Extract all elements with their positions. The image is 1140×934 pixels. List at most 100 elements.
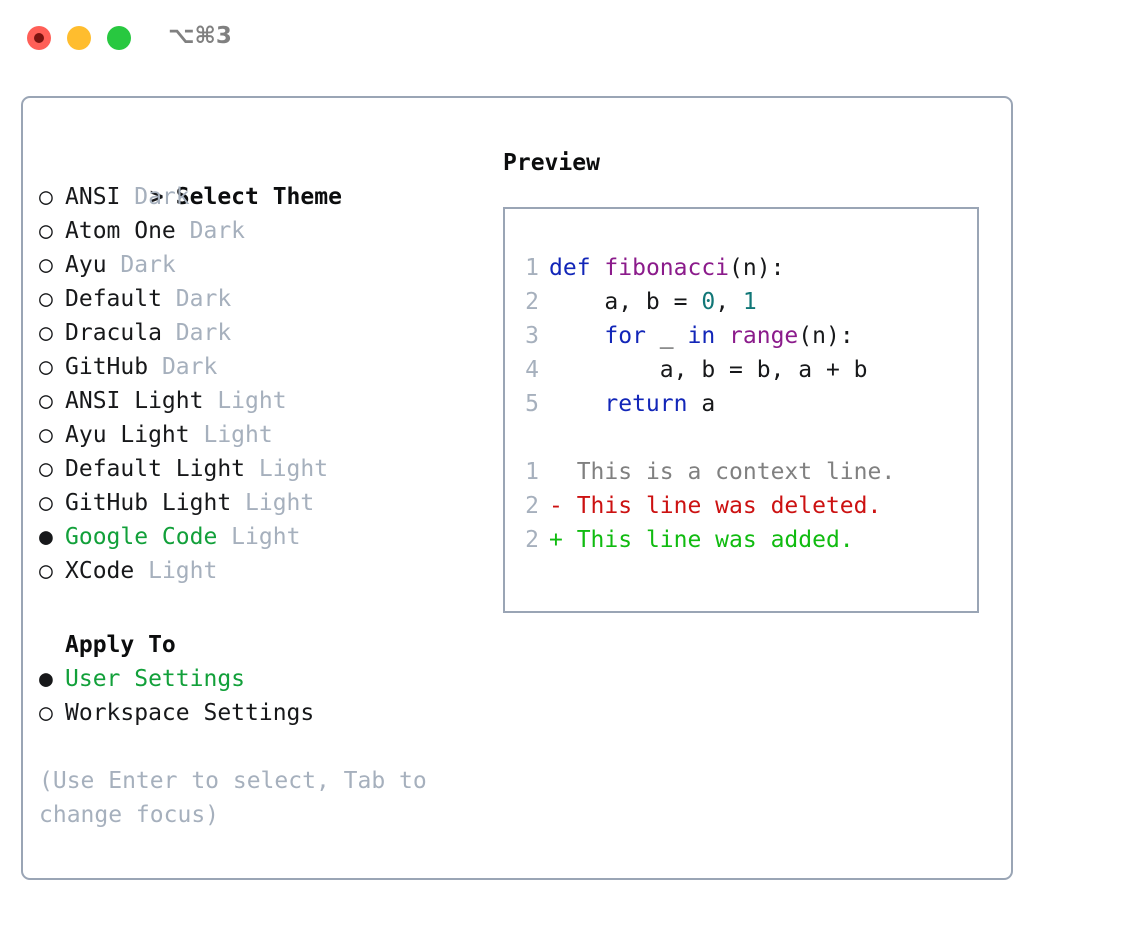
code-line-number: 5 — [525, 391, 539, 417]
radio-unselected-icon: ○ — [39, 422, 67, 448]
theme-option-dracula[interactable]: ○ Dracula Dark — [39, 316, 479, 350]
theme-option-default[interactable]: ○ Default Dark — [39, 282, 479, 316]
select-theme-header-label: Select Theme — [175, 184, 342, 210]
radio-unselected-icon: ○ — [39, 252, 67, 278]
code-token — [549, 323, 604, 349]
theme-variant-badge: Light — [231, 490, 315, 516]
code-token: in — [687, 323, 716, 349]
code-token: for — [604, 323, 646, 349]
radio-unselected-icon: ○ — [39, 700, 67, 726]
code-token: a, b = b, a + b — [549, 357, 868, 383]
theme-option-github[interactable]: ○ GitHub Dark — [39, 350, 479, 384]
diff-line: 2- This line was deleted. — [511, 489, 895, 523]
code-token — [549, 391, 604, 417]
code-line-text: return a — [539, 391, 715, 417]
code-line-number: 4 — [525, 357, 539, 383]
theme-variant-badge: Dark — [120, 184, 190, 210]
diff-line: 2+ This line was added. — [511, 523, 895, 557]
diff-line-number: 2 — [525, 527, 539, 553]
theme-option-label: XCode — [65, 558, 135, 584]
theme-option-label: GitHub Light — [65, 490, 232, 516]
apply-to-options-list: ● User Settings○ Workspace Settings — [39, 662, 479, 730]
theme-variant-badge: Dark — [161, 320, 232, 346]
code-token: fibonacci — [604, 255, 730, 281]
diff-marker: - — [549, 493, 563, 519]
theme-options-list: ○ ANSI Dark○ Atom One Dark○ Ayu Dark○ De… — [39, 180, 479, 588]
window-title-shortcut: ⌥⌘3 — [168, 23, 232, 49]
code-token — [715, 323, 729, 349]
radio-unselected-icon: ○ — [39, 456, 67, 482]
theme-option-label: Atom One — [65, 218, 176, 244]
radio-selected-icon: ● — [39, 666, 67, 692]
theme-variant-badge: Light — [189, 422, 273, 448]
radio-unselected-icon: ○ — [39, 388, 67, 414]
theme-option-google-code[interactable]: ● Google Code Light — [39, 520, 479, 554]
diff-line-text: + This line was added. — [539, 527, 854, 553]
code-line-number: 2 — [525, 289, 539, 315]
theme-variant-badge: Light — [245, 456, 329, 482]
code-line: 2 a, b = 0, 1 — [511, 285, 895, 319]
theme-option-ayu-light[interactable]: ○ Ayu Light Light — [39, 418, 479, 452]
radio-unselected-icon: ○ — [39, 218, 67, 244]
keyboard-hint-text: (Use Enter to select, Tab to change focu… — [39, 768, 441, 828]
diff-line-number: 1 — [525, 459, 539, 485]
theme-option-label: Ayu — [65, 252, 107, 278]
theme-option-label: GitHub — [65, 354, 149, 380]
code-token: range — [729, 323, 799, 349]
apply-to-option-user-settings[interactable]: ● User Settings — [39, 662, 479, 696]
code-line-number: 3 — [525, 323, 539, 349]
code-token: (n): — [798, 323, 854, 349]
radio-unselected-icon: ○ — [39, 184, 67, 210]
radio-unselected-icon: ○ — [39, 286, 67, 312]
apply-to-header: Apply To — [65, 632, 176, 658]
theme-option-label: Dracula — [65, 320, 162, 346]
code-line-number: 1 — [525, 255, 539, 281]
theme-option-ayu[interactable]: ○ Ayu Dark — [39, 248, 479, 282]
radio-unselected-icon: ○ — [39, 354, 67, 380]
theme-option-xcode[interactable]: ○ XCode Light — [39, 554, 479, 588]
diff-line-text: - This line was deleted. — [539, 493, 881, 519]
theme-option-atom-one[interactable]: ○ Atom One Dark — [39, 214, 479, 248]
diff-text: This is a context line. — [562, 459, 896, 485]
theme-variant-badge: Light — [217, 524, 301, 550]
theme-variant-badge: Dark — [161, 286, 232, 312]
diff-marker — [549, 459, 563, 485]
theme-variant-badge: Light — [134, 558, 218, 584]
code-token: 1 — [742, 289, 757, 315]
theme-selector-panel: >Select Theme ○ ANSI Dark○ Atom One Dark… — [21, 96, 1013, 880]
code-line: 5 return a — [511, 387, 895, 421]
code-token: , — [715, 289, 743, 315]
theme-option-label: ANSI Light — [65, 388, 204, 414]
maximize-window-button[interactable] — [107, 26, 131, 50]
minimize-window-button[interactable] — [67, 26, 91, 50]
diff-line-text: This is a context line. — [539, 459, 896, 485]
code-line-text: a, b = b, a + b — [539, 357, 868, 383]
diff-line-number: 2 — [525, 493, 539, 519]
radio-unselected-icon: ○ — [39, 558, 67, 584]
apply-to-option-label: User Settings — [65, 666, 246, 692]
theme-option-ansi-light[interactable]: ○ ANSI Light Light — [39, 384, 479, 418]
code-token: a — [687, 391, 716, 417]
theme-option-default-light[interactable]: ○ Default Light Light — [39, 452, 479, 486]
code-token: 0 — [701, 289, 716, 315]
apply-to-option-workspace-settings[interactable]: ○ Workspace Settings — [39, 696, 479, 730]
cursor-caret-icon: > — [149, 184, 164, 210]
radio-selected-icon: ● — [39, 524, 67, 550]
code-token — [591, 255, 605, 281]
theme-option-ansi[interactable]: ○ ANSI Dark — [39, 180, 479, 214]
code-token: a, b = — [549, 289, 702, 315]
code-token: return — [604, 391, 688, 417]
radio-unselected-icon: ○ — [39, 490, 67, 516]
theme-option-label: Ayu Light — [65, 422, 190, 448]
window-titlebar: ⌥⌘3 — [0, 0, 1140, 76]
theme-option-github-light[interactable]: ○ GitHub Light Light — [39, 486, 479, 520]
preview-title: Preview — [503, 150, 600, 176]
theme-option-label: Default — [65, 286, 162, 312]
theme-option-label: ANSI — [65, 184, 121, 210]
code-token: _ — [645, 323, 688, 349]
diff-marker: + — [549, 527, 563, 553]
